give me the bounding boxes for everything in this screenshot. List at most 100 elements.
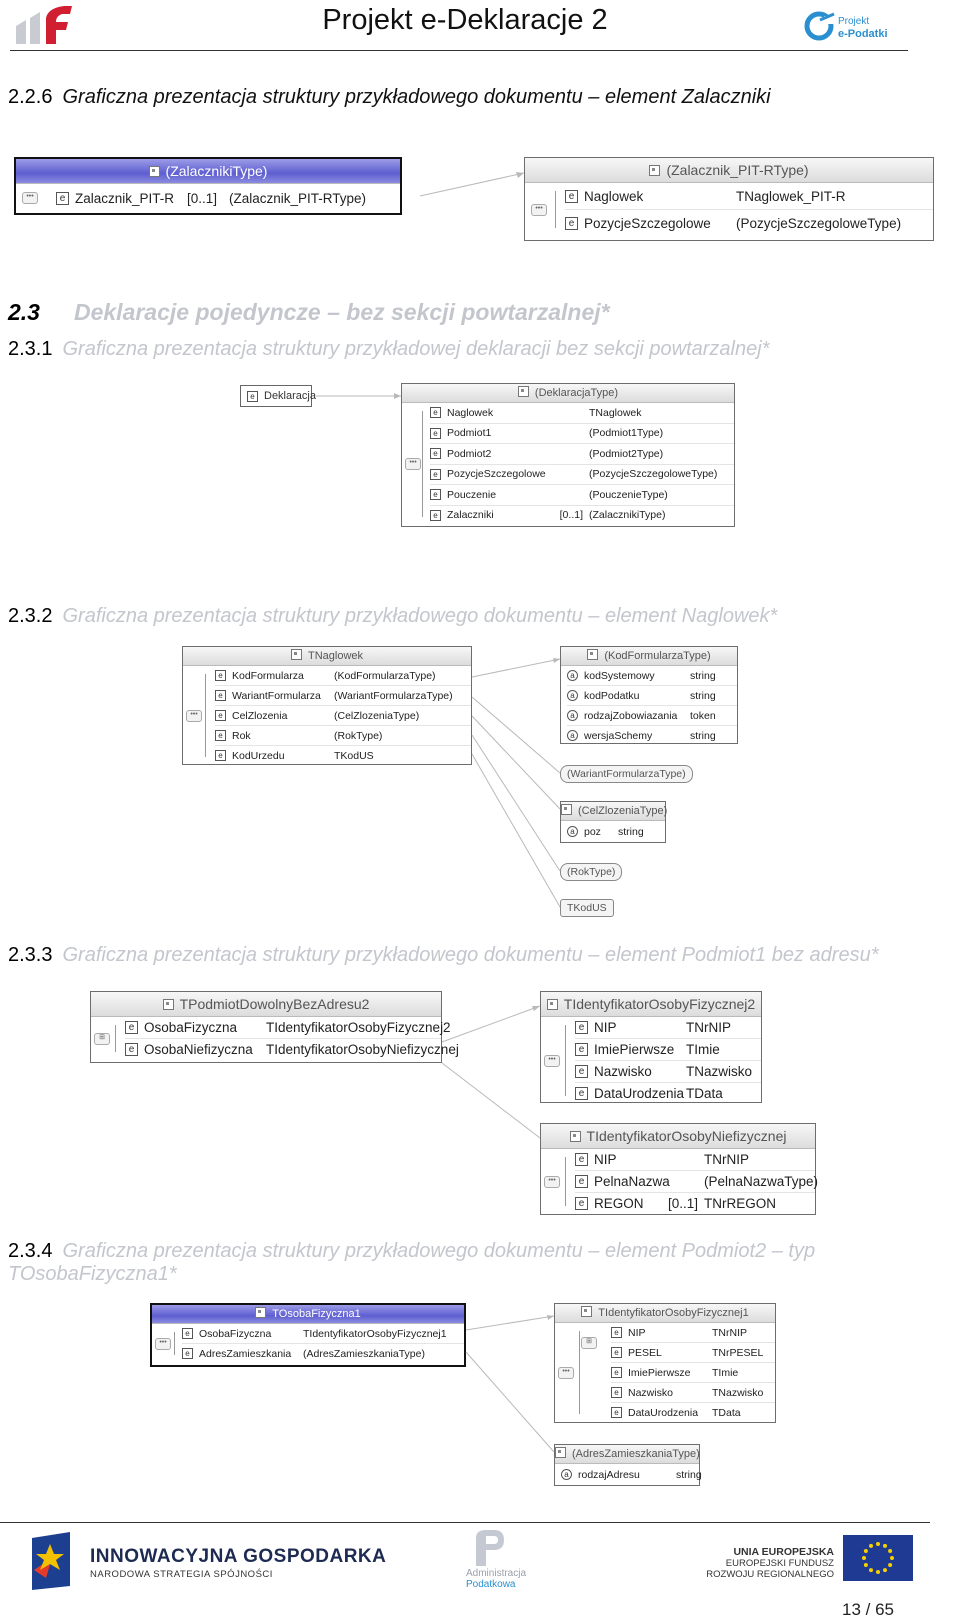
type-icon [148, 166, 160, 177]
sequence-icon: ••• [186, 709, 202, 722]
element-icon: e [575, 1021, 588, 1034]
row-pozycje[interactable]: e PozycjeSzczegolowe (PozycjeSzczegolowe… [565, 210, 933, 236]
eu-star [888, 1563, 893, 1567]
row-type: string [676, 1468, 702, 1481]
eu-star [890, 1556, 894, 1560]
row-name: Nazwisko [594, 1064, 652, 1079]
administracja-podatkowa-logo: Administracja Podatkowa [466, 1528, 546, 1592]
row-name: Rok [232, 729, 251, 742]
type-icon [255, 1307, 267, 1318]
type-icon [581, 1306, 593, 1317]
wariantformularza-type[interactable]: (WariantFormularzaType) [560, 765, 693, 783]
page-title: Projekt e-Deklaracje 2 [322, 4, 608, 36]
sequence-icon: ••• [155, 1337, 171, 1350]
row-name: PozycjeSzczegolowe [447, 468, 546, 481]
row-name: AdresZamieszkania [199, 1347, 292, 1360]
element-icon: e [575, 1153, 588, 1166]
type-icon [569, 1131, 581, 1142]
element-icon: e [125, 1021, 138, 1034]
header-rule [10, 50, 908, 51]
attribute-icon: a [567, 670, 578, 681]
row-name: OsobaFizyczna [199, 1327, 272, 1340]
e-podatki-logo: Projekt e-Podatki [804, 10, 904, 44]
type-icon [162, 999, 174, 1010]
row-name: KodFormularza [232, 669, 304, 682]
row-type: TNaglowek [589, 406, 642, 419]
element-icon: e [565, 189, 578, 203]
zalaczniki-type-box[interactable]: (ZalacznikiType) ••• e Zalacznik_PIT-R [… [14, 157, 402, 215]
row-naglowek[interactable]: e Naglowek TNaglowek_PIT-R [565, 183, 933, 210]
arrowhead [532, 1006, 540, 1011]
element-icon: e [430, 448, 441, 460]
row-type: (RokType) [334, 729, 383, 742]
arrowhead [394, 393, 401, 399]
eu-star [863, 1549, 868, 1553]
row-name: Podmiot1 [447, 427, 492, 440]
choice-icon: ⊞ [94, 1032, 110, 1045]
element-icon: e [215, 750, 226, 761]
eu-star [862, 1556, 866, 1560]
type-icon [290, 649, 302, 660]
rok-type[interactable]: (RokType) [560, 863, 623, 881]
row-name: NIP [628, 1326, 646, 1339]
row-name: ImiePierwsze [628, 1366, 691, 1379]
element-icon: e [611, 1387, 622, 1398]
element-icon: e [182, 1328, 193, 1339]
row-name: NIP [594, 1020, 617, 1035]
zalacznik-pit-r-type-box[interactable]: (Zalacznik_PIT-RType) ••• e Naglowek TNa… [524, 157, 934, 241]
element-icon: e [575, 1043, 588, 1056]
connector [465, 1315, 555, 1331]
tkodus-type[interactable]: TKodUS [560, 899, 614, 917]
eu-star [883, 1568, 887, 1573]
sequence-icon: ••• [531, 203, 547, 216]
row-name: CelZlozenia [232, 709, 288, 722]
